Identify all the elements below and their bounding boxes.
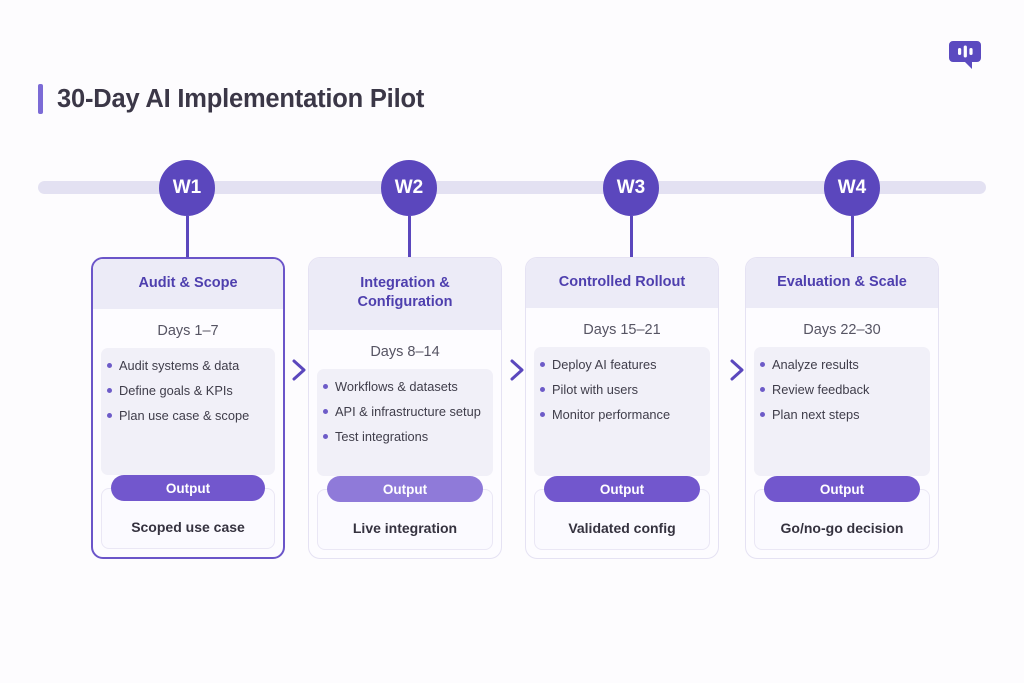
list-item: Pilot with users — [540, 381, 701, 399]
phase-title: Integration & Configuration — [309, 258, 501, 330]
page-title-text: 30-Day AI Implementation Pilot — [57, 84, 425, 113]
timeline-stem-w2 — [408, 216, 411, 258]
bullet-dot-icon — [760, 362, 765, 367]
output-value: Go/no-go decision — [780, 520, 904, 537]
bullet-dot-icon — [107, 388, 112, 394]
timeline-marker-w3[interactable]: W3 — [603, 160, 659, 216]
bullet-dot-icon — [323, 384, 328, 389]
task-text: Analyze results — [772, 357, 859, 372]
phase-days: Days 15–21 — [583, 322, 661, 338]
task-text: Plan next steps — [772, 407, 860, 423]
list-item: Test integrations — [323, 428, 484, 446]
list-item: Audit systems & data — [107, 357, 266, 375]
bullet-dot-icon — [107, 413, 112, 419]
list-item: Plan use case & scope — [107, 407, 266, 425]
phase-title: Controlled Rollout — [526, 258, 718, 308]
task-text: Define goals & KPIs — [119, 383, 233, 399]
phase-days: Days 1–7 — [157, 323, 219, 339]
output-badge: Output — [327, 476, 483, 502]
list-item: Analyze results — [760, 356, 921, 374]
bullet-dot-icon — [760, 387, 765, 393]
output-value: Live integration — [352, 520, 458, 537]
chevron-right-icon — [726, 355, 748, 385]
chat-bubble-waveform-icon — [948, 38, 982, 72]
bullet-dot-icon — [760, 412, 765, 418]
list-item: Review feedback — [760, 381, 921, 399]
output-value: Scoped use case — [131, 519, 245, 536]
timeline-marker-w2[interactable]: W2 — [381, 160, 437, 216]
bullet-dot-icon — [107, 363, 112, 368]
output-value: Validated config — [568, 520, 676, 537]
timeline-marker-w1[interactable]: W1 — [159, 160, 215, 216]
list-item: Plan next steps — [760, 406, 921, 424]
bullet-dot-icon — [540, 412, 545, 418]
output-section: Scoped use case Output — [101, 475, 275, 549]
task-text: Plan use case & scope — [119, 408, 250, 424]
output-section: Go/no-go decision Output — [754, 476, 930, 550]
phase-days: Days 22–30 — [803, 322, 881, 338]
task-text: Pilot with users — [552, 382, 639, 398]
bullet-dot-icon — [540, 387, 545, 393]
timeline-stem-w4 — [851, 216, 854, 258]
output-section: Live integration Output — [317, 476, 493, 550]
list-item: Workflows & datasets — [323, 378, 484, 396]
task-text: Test integrations — [335, 429, 429, 445]
title-accent-bar — [38, 84, 43, 114]
output-badge: Output — [111, 475, 265, 501]
page-title: 30-Day AI Implementation Pilot — [38, 84, 424, 114]
timeline-marker-w4[interactable]: W4 — [824, 160, 880, 216]
list-item: Define goals & KPIs — [107, 382, 266, 400]
list-item: Deploy AI features — [540, 356, 701, 374]
chevron-right-icon — [288, 355, 310, 385]
output-section: Validated config Output — [534, 476, 710, 550]
phase-days: Days 8–14 — [370, 344, 440, 360]
bullet-dot-icon — [540, 362, 545, 367]
task-text: Audit systems & data — [119, 358, 240, 373]
timeline-stem-w1 — [186, 216, 189, 258]
task-text: API & infrastructure setup — [335, 404, 481, 420]
task-text: Monitor performance — [552, 407, 671, 423]
phase-title: Audit & Scope — [93, 259, 283, 309]
phase-title: Evaluation & Scale — [746, 258, 938, 308]
chevron-right-icon — [506, 355, 528, 385]
output-badge: Output — [544, 476, 700, 502]
bullet-dot-icon — [323, 409, 328, 415]
task-text: Workflows & datasets — [335, 379, 458, 394]
task-text: Review feedback — [772, 382, 870, 398]
output-badge: Output — [764, 476, 920, 502]
timeline-stem-w3 — [630, 216, 633, 258]
task-text: Deploy AI features — [552, 357, 657, 372]
list-item: Monitor performance — [540, 406, 701, 424]
timeline-track — [38, 181, 986, 194]
bullet-dot-icon — [323, 434, 328, 440]
list-item: API & infrastructure setup — [323, 403, 484, 421]
